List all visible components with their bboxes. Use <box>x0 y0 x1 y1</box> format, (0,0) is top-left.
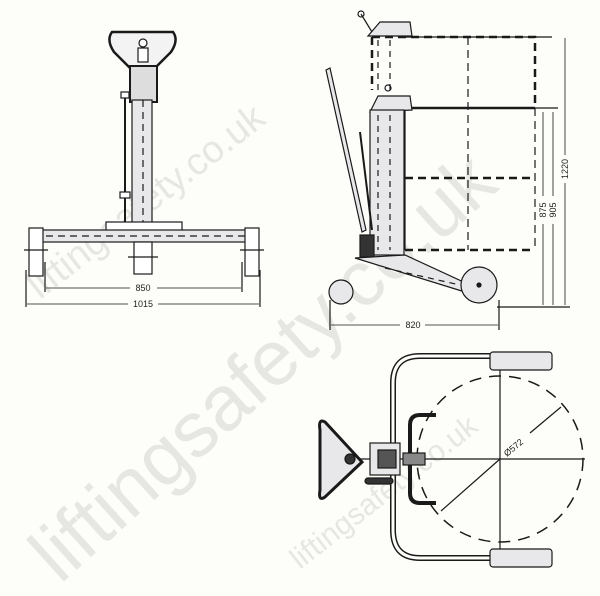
dim-820: 820 <box>405 320 420 330</box>
dim-1015: 1015 <box>133 299 153 309</box>
pivot-knob <box>138 38 148 48</box>
watermark-small-bottom: liftingsafety.co.uk <box>284 409 485 576</box>
dim-850: 850 <box>135 283 150 293</box>
dim-1220: 1220 <box>560 159 570 179</box>
front-view <box>24 30 264 307</box>
watermark-large: liftingsafety.co.uk <box>12 135 512 596</box>
mast <box>131 99 153 226</box>
top-handle <box>318 419 365 500</box>
dim-875: 875 <box>538 202 548 217</box>
top-wheel-upper <box>489 351 553 371</box>
dim-905: 905 <box>548 202 558 217</box>
watermark: liftingsafety.co.uk liftingsafety.co.uk … <box>12 96 512 596</box>
dim-diameter-572: Ø572 <box>502 437 525 459</box>
left-wheel <box>28 227 44 277</box>
top-wheel-lower <box>489 548 553 568</box>
side-mast <box>369 109 405 256</box>
rear-caster <box>328 279 354 305</box>
side-view <box>325 10 570 330</box>
top-view <box>318 351 585 568</box>
right-wheel <box>244 227 260 277</box>
